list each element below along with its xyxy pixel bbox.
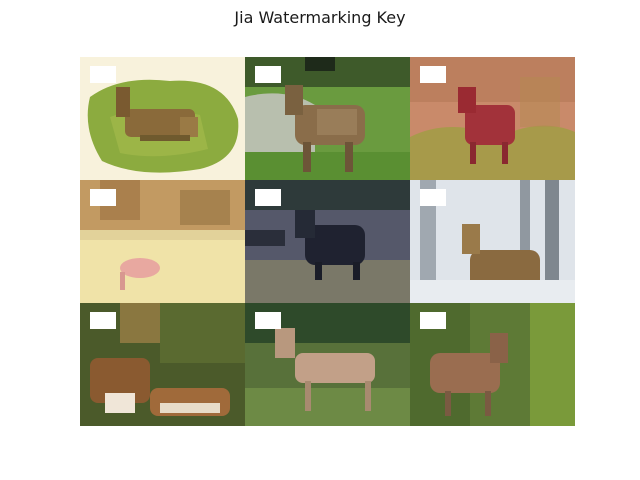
watermark-box [420,312,446,329]
watermark-box [420,66,446,83]
watermark-box [90,312,116,329]
watermark-box [255,189,281,206]
watermark-box [90,189,116,206]
image-grid [80,57,576,426]
deer-image-2 [245,57,410,180]
tile-6 [410,180,575,303]
tile-9 [410,303,575,426]
tile-1 [80,57,245,180]
deer-image-5 [245,180,410,303]
tile-7 [80,303,245,426]
watermark-box [90,66,116,83]
deer-image-3 [410,57,575,180]
tile-2 [245,57,410,180]
tile-5 [245,180,410,303]
figure-title: Jia Watermarking Key [234,8,406,27]
watermark-box [420,189,446,206]
tile-3 [410,57,575,180]
deer-image-1 [80,57,245,180]
deer-image-7 [80,303,245,426]
watermark-box [255,66,281,83]
watermark-box [255,312,281,329]
deer-image-6 [410,180,575,303]
tile-4 [80,180,245,303]
tile-8 [245,303,410,426]
